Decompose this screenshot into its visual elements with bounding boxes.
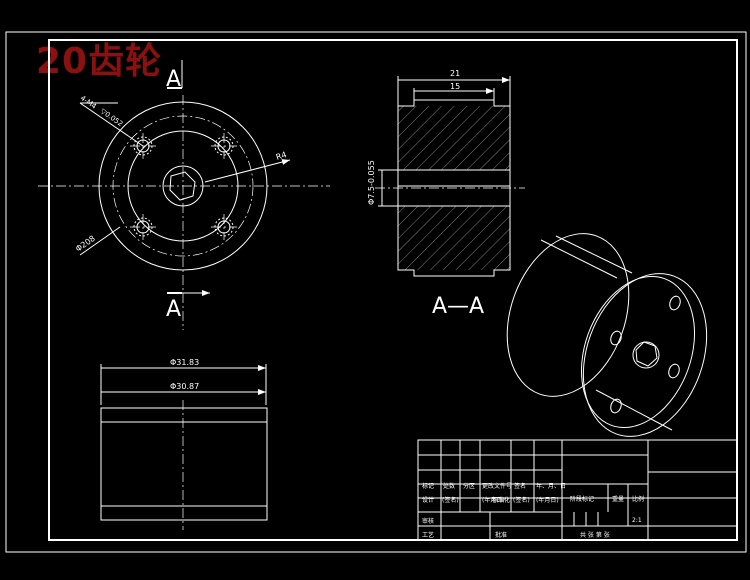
tb-sign: 签名 xyxy=(514,482,526,490)
tb-weight: 重量 xyxy=(612,495,624,503)
title-block-text: 标记 处数 分区 更改文件号 签名 年、月、日 设计 (签名) (年月日) 标准… xyxy=(422,482,644,539)
tb-count: 处数 xyxy=(443,482,455,490)
outer-frame xyxy=(5,31,747,553)
section-letter-top: A xyxy=(166,67,181,92)
tb-process: 工艺 xyxy=(422,531,434,539)
isometric-view xyxy=(506,233,708,437)
tb-scale-value: 2:1 xyxy=(632,517,642,524)
tb-standard-date: (年月日) xyxy=(536,496,559,504)
front-view xyxy=(38,60,330,330)
title-block xyxy=(417,439,738,541)
tb-approve: 批准 xyxy=(495,531,507,539)
drawing-title: 20齿轮 xyxy=(36,41,163,82)
tb-zone: 分区 xyxy=(463,482,475,490)
tb-scale: 比例 xyxy=(632,495,644,503)
inner-frame xyxy=(48,39,738,541)
section-letter-bottom: A xyxy=(166,297,181,322)
dim-bore: Φ7.5-0.055 xyxy=(367,160,376,205)
tb-change-doc: 更改文件号 xyxy=(482,482,512,490)
radius-label: R4 xyxy=(275,150,288,162)
tb-standard: 标准化 xyxy=(492,496,510,504)
tb-stage: 阶段标记 xyxy=(570,495,594,503)
dim-overall-width: 21 xyxy=(450,69,460,78)
tb-sheet: 共 张 第 张 xyxy=(580,531,610,539)
tb-date: 年、月、日 xyxy=(536,482,566,490)
dim-inner-dia: Φ30.87 xyxy=(170,382,199,391)
tb-design-date: (年月日) xyxy=(482,496,505,504)
tb-design: 设计 xyxy=(422,496,434,504)
tb-mark: 标记 xyxy=(422,482,434,490)
section-name: A—A xyxy=(432,294,484,319)
side-view xyxy=(100,364,268,530)
tb-review: 审核 xyxy=(422,517,434,525)
section-view xyxy=(375,76,525,277)
dim-inner-width: 15 xyxy=(450,82,460,91)
dim-outer-dia: Φ31.83 xyxy=(170,358,199,367)
tb-standard-sign: (签名) xyxy=(513,496,530,504)
tb-design-sign: (签名) xyxy=(442,496,459,504)
